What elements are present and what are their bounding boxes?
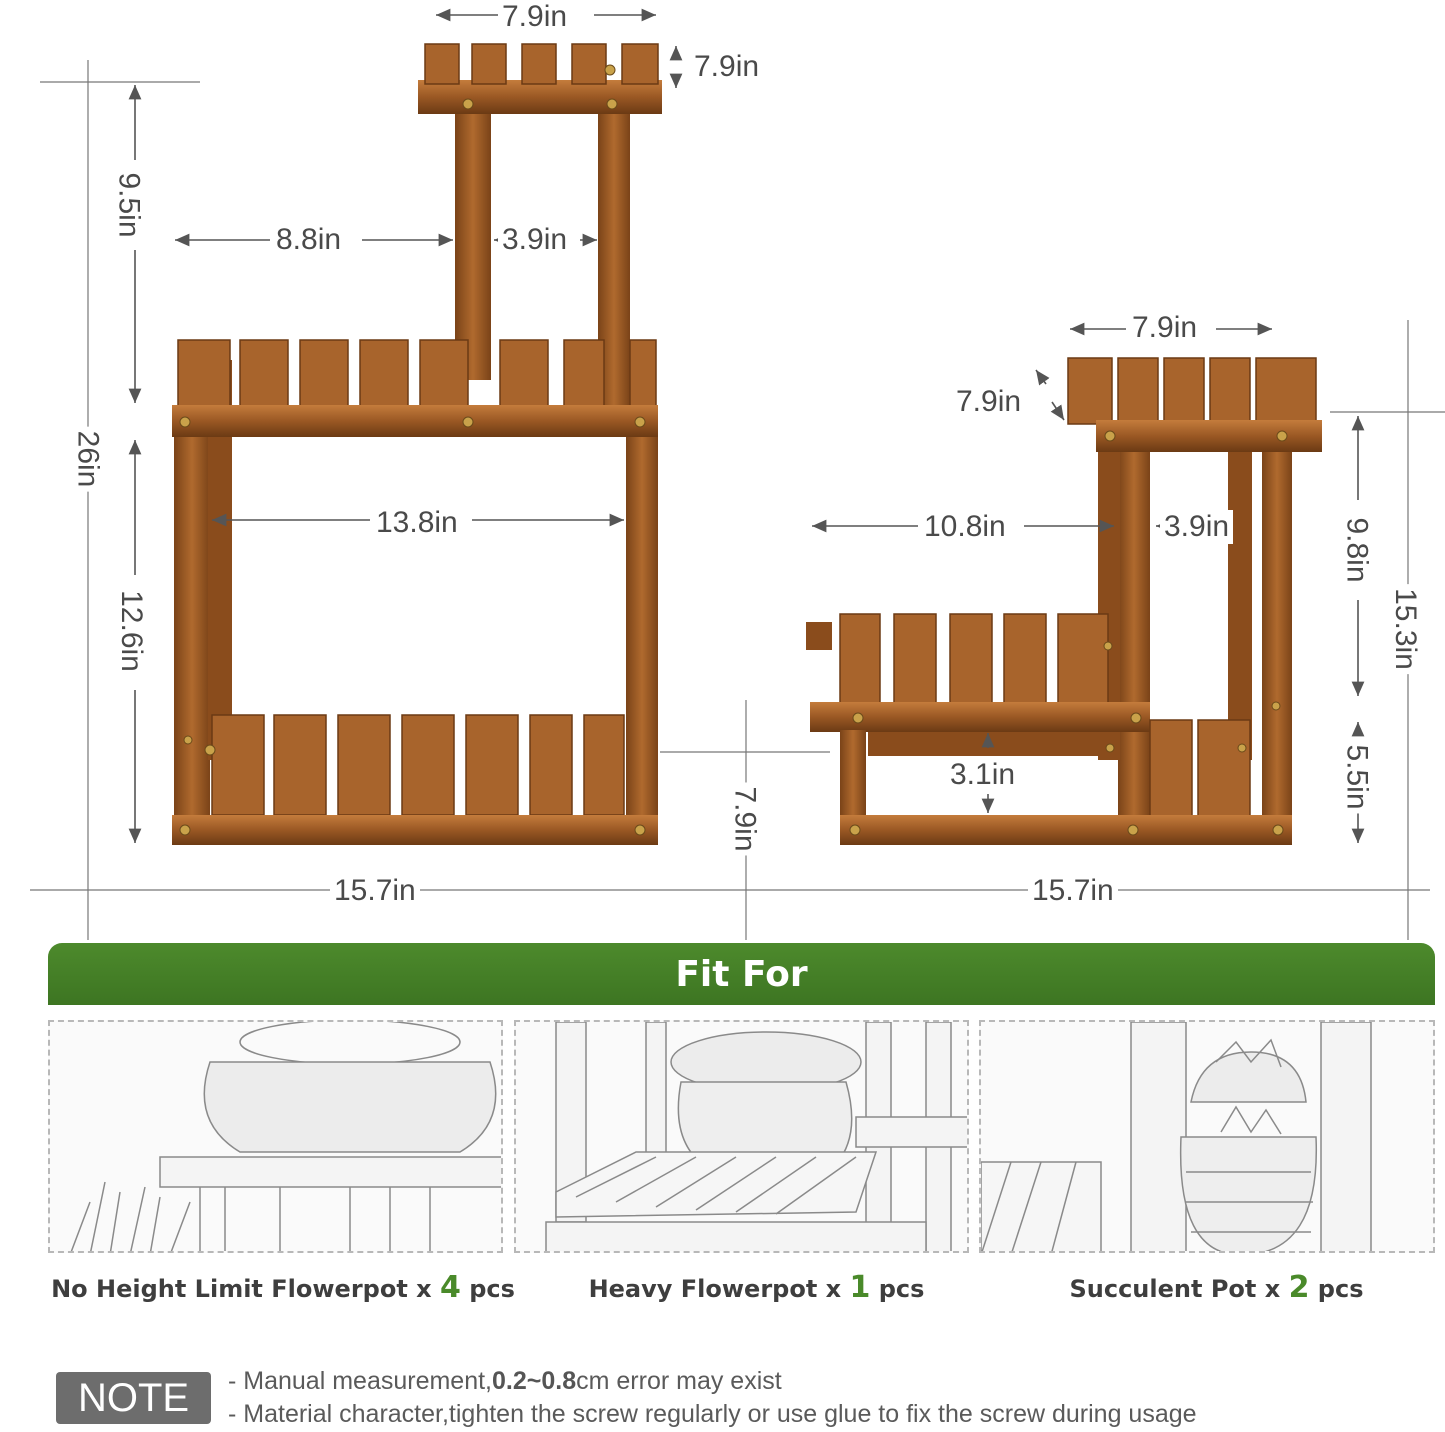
note-line-2: - Material character,tighten the screw r…: [228, 1400, 1197, 1428]
guide-lines: [30, 60, 1445, 940]
dim-left-top-width: 7.9in: [498, 0, 572, 34]
succulent-pot-sketch-icon: [981, 1022, 1372, 1251]
caption-heavy-flowerpot-label: Heavy Flowerpot x: [588, 1275, 842, 1303]
dim-left-lower-height: 12.6in: [113, 586, 148, 676]
note-line-1: - Manual measurement,0.2~0.8cm error may…: [228, 1367, 782, 1396]
right-plant-stand: [806, 357, 1322, 845]
panel-heavy-flowerpot: [514, 1020, 969, 1253]
caption-succulent-pot-unit: pcs: [1317, 1275, 1364, 1303]
left-plant-stand: [172, 43, 662, 845]
fit-for-title: Fit For: [675, 953, 808, 995]
caption-tall-flowerpot-unit: pcs: [469, 1275, 515, 1303]
dim-left-base-width: 15.7in: [330, 874, 420, 908]
dim-right-lower-height: 5.5in: [1339, 740, 1374, 814]
dim-left-top-depth: 7.9in: [690, 50, 764, 84]
dim-right-gap: 10.8in: [920, 510, 1010, 544]
note-badge: NOTE: [56, 1372, 211, 1424]
panel-tall-flowerpot: [48, 1020, 503, 1253]
caption-succulent-pot: Succulent Pot x 2 pcs: [979, 1270, 1445, 1312]
panel-succulent-pot: [979, 1020, 1435, 1253]
note-line-1-suffix: cm error may exist: [576, 1367, 782, 1395]
fit-for-banner: Fit For: [48, 943, 1435, 1005]
dim-left-inner-width: 13.8in: [372, 506, 462, 540]
plant-stand-drawing: [30, 8, 1445, 940]
note-line-1-bold: 0.2~0.8: [492, 1367, 577, 1395]
caption-tall-flowerpot-label: No Height Limit Flowerpot x: [51, 1275, 432, 1303]
dim-right-upper-height: 9.8in: [1339, 513, 1374, 587]
dim-left-post-gap: 3.9in: [498, 223, 572, 257]
dim-right-total-height: 15.3in: [1387, 584, 1422, 674]
dim-right-top-depth: 7.9in: [952, 385, 1026, 419]
caption-heavy-flowerpot-unit: pcs: [878, 1275, 925, 1303]
caption-succulent-pot-label: Succulent Pot x: [1069, 1275, 1281, 1303]
heavy-flowerpot-sketch-icon: [545, 1022, 967, 1251]
dim-left-gap: 8.8in: [272, 223, 346, 257]
caption-heavy-flowerpot-count: 1: [849, 1270, 871, 1305]
tall-flowerpot-sketch-icon: [70, 1022, 501, 1251]
dim-right-mid-gap: 3.1in: [946, 758, 1020, 792]
caption-tall-flowerpot: No Height Limit Flowerpot x 4 pcs: [48, 1270, 518, 1312]
dim-middle-depth: 7.9in: [727, 782, 762, 856]
note-line-1-prefix: - Manual measurement,: [228, 1367, 493, 1395]
dim-right-post-gap: 3.9in: [1160, 510, 1234, 544]
dim-right-top-width: 7.9in: [1128, 311, 1202, 345]
dim-left-upper-height: 9.5in: [111, 168, 146, 242]
caption-tall-flowerpot-count: 4: [440, 1270, 461, 1305]
dim-right-base-width: 15.7in: [1028, 874, 1118, 908]
dim-left-total-height: 26in: [70, 426, 105, 492]
caption-succulent-pot-count: 2: [1288, 1270, 1310, 1305]
caption-heavy-flowerpot: Heavy Flowerpot x 1 pcs: [514, 1270, 999, 1312]
